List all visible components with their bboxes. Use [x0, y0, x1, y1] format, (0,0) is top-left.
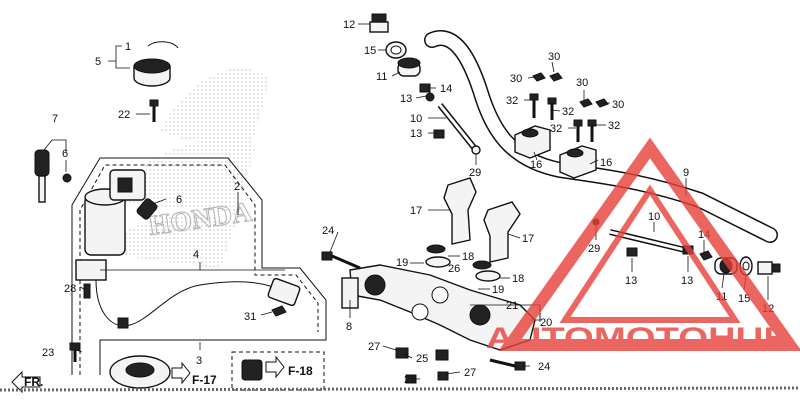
watermark-text: AUTOMOTOHUB [486, 322, 791, 355]
callout: 18 [512, 273, 524, 285]
callout: 32 [506, 95, 518, 107]
handlebar [424, 30, 778, 243]
callout: 30 [548, 51, 560, 63]
callout: 11 [376, 71, 387, 83]
callout: 30 [510, 73, 522, 85]
callout: 29 [469, 167, 481, 179]
callout: 23 [42, 347, 54, 359]
ground-hatch [0, 386, 800, 392]
bolt-part [149, 99, 159, 122]
callout: 21 [506, 300, 518, 312]
bar-end-weight [369, 13, 389, 33]
nut-part [626, 245, 694, 257]
callout: 7 [52, 113, 58, 125]
callout: 10 [648, 211, 660, 223]
callout: 15 [738, 293, 750, 305]
callout: 19 [492, 284, 504, 296]
washer-part [62, 173, 72, 183]
callout: 32 [608, 120, 620, 132]
callout: 6 [62, 148, 68, 160]
lower-holder [443, 177, 521, 263]
callout: 26 [448, 263, 460, 275]
brand-wing-logo: HONDA [100, 68, 270, 270]
upper-holder [514, 125, 597, 179]
callout: 25 [416, 353, 428, 365]
callout: 17 [522, 233, 534, 245]
bolt-part [69, 342, 81, 362]
callout: 30 [612, 99, 624, 111]
arrow-icon [171, 355, 285, 385]
callout: 16 [600, 157, 612, 169]
callout: 1 [125, 41, 131, 53]
callout: 17 [410, 205, 422, 217]
callout: 13 [625, 275, 637, 287]
callout: 31 [244, 311, 256, 323]
callout: 19 [396, 257, 408, 269]
collar-part [425, 145, 501, 282]
bolt-part [529, 93, 597, 142]
nut-part [419, 83, 445, 139]
callout: 13 [681, 275, 693, 287]
callout: 4 [193, 249, 199, 261]
callout: 30 [576, 77, 588, 89]
callout: 24 [322, 225, 334, 237]
screw-part [83, 283, 91, 299]
callout: 5 [95, 56, 101, 68]
callout: 29 [588, 243, 600, 255]
callout: 14 [440, 83, 452, 95]
callout: 28 [64, 283, 76, 295]
washer-part [385, 41, 407, 59]
callout: 22 [118, 109, 130, 121]
shaft-part [437, 103, 479, 152]
callout: 12 [343, 19, 355, 31]
callout: 32 [562, 106, 574, 118]
cap-part [109, 355, 171, 389]
leader-lines [43, 23, 769, 380]
callout-labels: 1 5 22 7 6 6 2 4 28 31 23 3 12 15 11 14 … [42, 19, 774, 386]
bar-end-weight [757, 261, 781, 275]
callout: 27 [368, 341, 380, 353]
key-part [34, 149, 50, 203]
watermark-logo: AUTOMOTOHUB [486, 137, 800, 355]
callout: 16 [530, 159, 542, 171]
callout: 3 [196, 355, 202, 367]
callout: 18 [462, 251, 474, 263]
washer-part [426, 244, 492, 270]
ref-label-f18: F-18 [288, 364, 313, 378]
callout: 15 [364, 45, 376, 57]
cap-part [532, 72, 609, 108]
callout: 2 [234, 181, 240, 193]
callout: 6 [176, 194, 182, 206]
callout: 32 [550, 123, 562, 135]
ignition-switch [75, 169, 158, 281]
clip-part [271, 305, 287, 317]
bushing-part [397, 57, 421, 77]
callout: 9 [683, 167, 689, 179]
wire-harness [95, 277, 301, 329]
callout: 13 [410, 128, 422, 140]
callout: 27 [464, 367, 476, 379]
callout: 8 [346, 321, 352, 333]
bolt-part [321, 251, 526, 371]
callout: 13 [400, 93, 412, 105]
callout: 24 [538, 361, 550, 373]
ring-part [147, 41, 179, 49]
front-label: FR. [24, 375, 43, 389]
callout: 20 [540, 317, 552, 329]
callout: 25 [404, 374, 416, 386]
callout: 10 [410, 113, 422, 125]
ignition-cover [133, 58, 171, 87]
ref-label-f17: F-17 [192, 373, 217, 387]
